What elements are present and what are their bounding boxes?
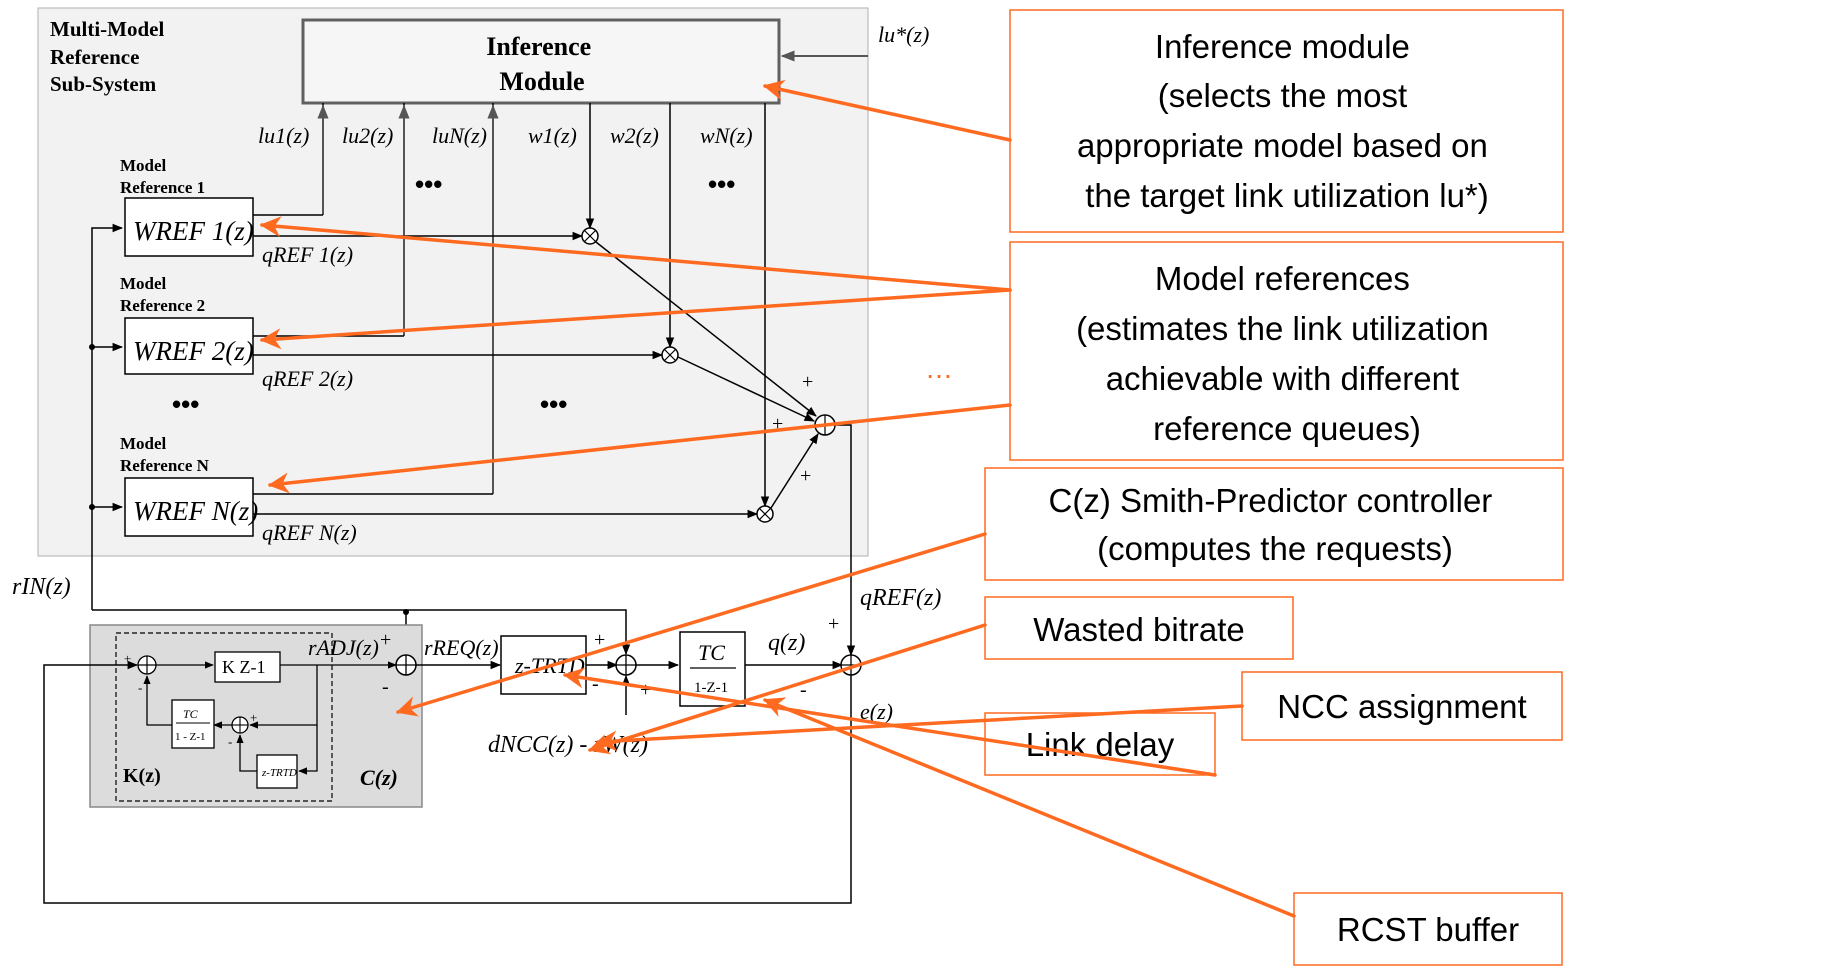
ellipsis-callouts: …	[925, 353, 953, 384]
pointer-rcst	[763, 697, 1296, 918]
subsystem-title-line-2: Reference	[50, 45, 139, 69]
pointer-wasted	[587, 623, 987, 755]
inference-module-label: Inference Module	[486, 32, 597, 96]
qref2-label: qREF 2(z)	[262, 366, 353, 391]
inner-integrator-block	[171, 699, 215, 749]
svg-text:-: -	[138, 680, 142, 695]
rin-label: rIN(z)	[12, 574, 71, 600]
w1-label: w1(z)	[528, 123, 577, 148]
lu2-label: lu2(z)	[342, 123, 393, 148]
svg-text:+: +	[250, 710, 257, 725]
svg-text:+: +	[802, 371, 813, 393]
pointer-controller	[395, 532, 987, 717]
kz-block	[214, 651, 281, 683]
wref-2-block	[124, 317, 254, 375]
svg-text:z-TRTD: z-TRTD	[261, 767, 297, 779]
wref-1-text: WREF 1(z)	[133, 216, 254, 246]
svg-text:TC: TC	[698, 640, 725, 665]
wref-1-block	[124, 197, 254, 257]
qref-label: qREF(z)	[860, 585, 941, 611]
lu1-label: lu1(z)	[258, 123, 309, 148]
kz-label: K(z)	[123, 765, 161, 787]
lu-star-label: lu*(z)	[878, 22, 929, 47]
svg-text:TC: TC	[183, 707, 199, 721]
qref1-label: qREF 1(z)	[262, 242, 353, 267]
svg-text:-: -	[382, 676, 389, 698]
kz-dashed-box	[115, 632, 333, 802]
pointer-model-ref-n	[267, 403, 1012, 494]
svg-text:1-Z-1: 1-Z-1	[694, 680, 728, 696]
callout-inference-box	[1009, 9, 1564, 233]
cz-label: C(z)	[360, 765, 398, 790]
callout-ncc-text: NCC assignment	[1277, 688, 1526, 725]
ellipsis-left: •••	[172, 389, 199, 419]
pointer-inference	[762, 79, 1012, 142]
subsystem-title: Multi-Model Reference Sub-System	[50, 17, 170, 96]
inner-delay-block	[256, 754, 298, 789]
svg-text:+: +	[124, 651, 131, 666]
callout-inference-text: Inference module (selects the most appro…	[1077, 28, 1497, 214]
pointer-model-ref-1	[259, 216, 1012, 292]
svg-text:+: +	[800, 465, 811, 487]
dncc-label: dNCC(z) - rW(z)	[488, 732, 648, 758]
callout-rcst-text: RCST buffer	[1337, 911, 1519, 948]
callout-wasted-box	[984, 596, 1294, 660]
inference-module-line-2: Module	[499, 67, 584, 96]
svg-text:-: -	[800, 679, 807, 701]
w2-label: w2(z)	[610, 123, 659, 148]
radj-label: rADJ(z)	[308, 635, 379, 660]
svg-text:+: +	[828, 613, 839, 635]
wref-2-text: WREF 2(z)	[133, 336, 254, 366]
svg-text:-: -	[228, 734, 232, 749]
kz-text: K Z-1	[222, 657, 266, 677]
wN-label: wN(z)	[700, 123, 753, 148]
pointer-model-ref-2	[259, 288, 1012, 350]
inference-module-block	[301, 18, 781, 105]
callout-rcst-box	[1293, 892, 1563, 966]
q-label: q(z)	[768, 630, 805, 656]
pointer-link-delay	[562, 667, 1217, 777]
subsystem-title-line-1: Multi-Model	[50, 17, 164, 41]
pointer-ncc	[595, 704, 1244, 752]
subsystem-title-line-3: Sub-System	[50, 72, 157, 96]
luN-label: luN(z)	[432, 123, 487, 148]
wref-n-block	[124, 477, 254, 537]
rreq-label: rREQ(z)	[424, 635, 499, 660]
ellipsis-top-left: •••	[415, 169, 442, 199]
ellipsis-middle: •••	[540, 389, 567, 419]
callout-controller-box	[984, 467, 1564, 581]
svg-text:+: +	[594, 629, 605, 651]
inference-module-line-1: Inference	[486, 32, 591, 61]
ellipsis-top-right: •••	[708, 169, 735, 199]
callout-controller-text: C(z) Smith-Predictor controller (compute…	[1049, 482, 1502, 567]
svg-text:+: +	[772, 413, 783, 435]
wref-n-text: WREF N(z)	[133, 496, 258, 526]
svg-text:1 - Z-1: 1 - Z-1	[175, 731, 206, 743]
callout-model-refs-text: Model references (estimates the link uti…	[1076, 260, 1498, 447]
callout-model-refs-box	[1009, 241, 1564, 461]
callout-wasted-text: Wasted bitrate	[1033, 611, 1245, 648]
svg-text:-: -	[592, 673, 599, 695]
svg-text:+: +	[380, 629, 391, 651]
qrefN-label: qREF N(z)	[262, 520, 357, 545]
svg-text:+: +	[640, 679, 651, 701]
